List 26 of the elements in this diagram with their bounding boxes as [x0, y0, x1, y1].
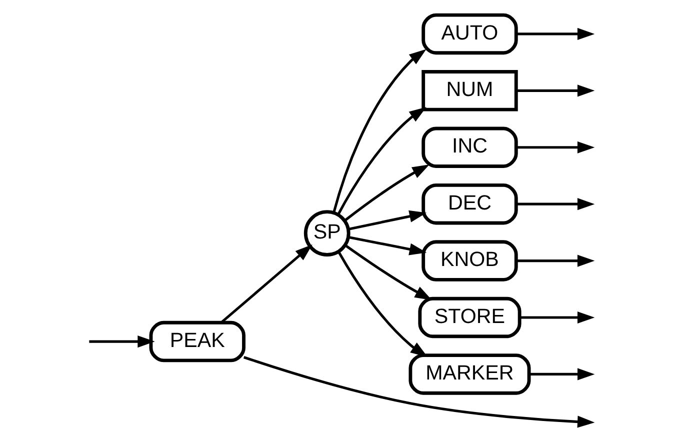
node-box: STORE — [418, 296, 522, 338]
arrow — [243, 356, 595, 428]
arrow — [529, 368, 595, 380]
arrow — [516, 198, 595, 210]
node-circle: SP — [304, 210, 350, 256]
arrow — [348, 210, 427, 230]
arrow — [336, 107, 426, 216]
arrow — [516, 254, 595, 267]
arrow — [516, 84, 595, 97]
arrow — [89, 336, 155, 348]
node-box: KNOB — [422, 240, 518, 282]
arrow — [344, 164, 430, 222]
node-box: PEAK — [149, 320, 246, 362]
arrow — [348, 236, 427, 256]
arrow — [516, 141, 595, 154]
arrow — [220, 244, 312, 324]
node-box: DEC — [422, 183, 518, 225]
arrow — [338, 251, 428, 358]
node-box: INC — [422, 126, 518, 168]
arrow — [520, 311, 595, 324]
arrow — [332, 49, 426, 214]
arrow — [516, 28, 595, 40]
node-box: NUM — [422, 70, 518, 112]
arrow — [344, 244, 432, 300]
node-box: MARKER — [408, 354, 531, 395]
node-box: AUTO — [422, 13, 518, 55]
